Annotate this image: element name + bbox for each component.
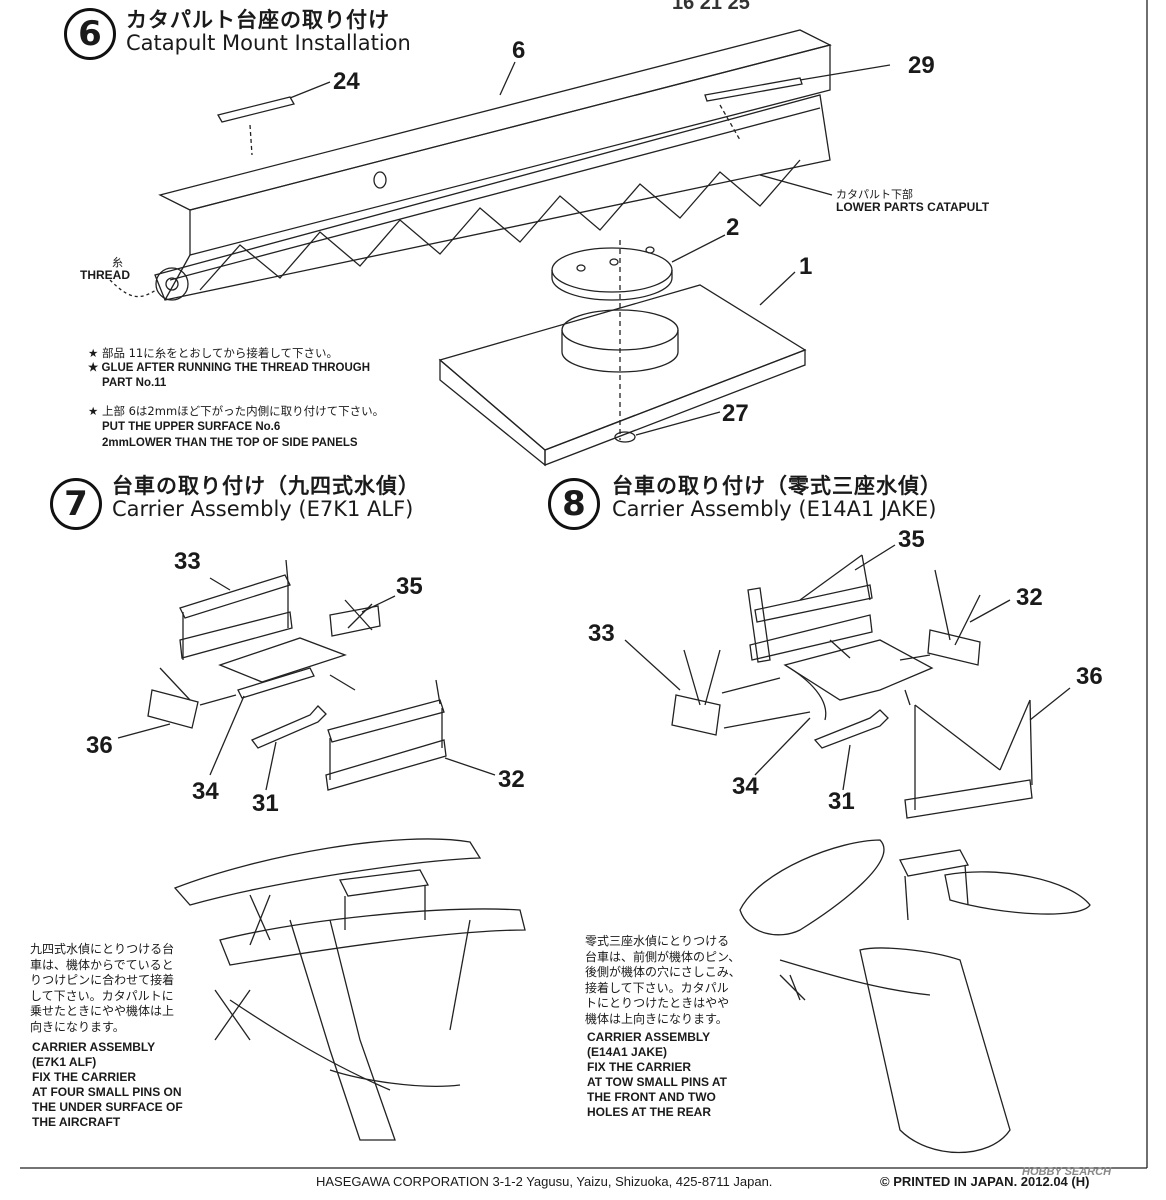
note-1-en-line1: ★ GLUE AFTER RUNNING THE THREAD THROUGH bbox=[88, 362, 371, 374]
part-27-label: 27 bbox=[722, 400, 749, 427]
step8-instructions-en: CARRIER ASSEMBLY(E14A1 JAKE)FIX THE CARR… bbox=[587, 1030, 727, 1119]
step8-part-34-label: 34 bbox=[732, 773, 759, 800]
step7-part-35-label: 35 bbox=[396, 573, 423, 600]
step-7-badge: 7 bbox=[50, 478, 102, 530]
part-24-label: 24 bbox=[333, 68, 360, 95]
part-6-label: 6 bbox=[512, 37, 526, 64]
step7-part-32-label: 32 bbox=[498, 766, 525, 793]
step7-part-34-label: 34 bbox=[192, 778, 219, 805]
step-8-title-en: Carrier Assembly (E14A1 JAKE) bbox=[612, 497, 937, 521]
step8-part-36-label: 36 bbox=[1076, 663, 1103, 690]
note-2-jp: ★ 上部 6は2mmほど下がった内側に取り付けて下さい。 bbox=[88, 404, 385, 418]
partial-part-numbers: 16 21 25 bbox=[672, 0, 750, 14]
step-7-title-jp: 台車の取り付け（九四式水偵） bbox=[112, 474, 420, 498]
thread-label-en: THREAD bbox=[80, 268, 130, 282]
note-1-en-line2: PART No.11 bbox=[102, 377, 167, 389]
part-2-label: 2 bbox=[726, 214, 740, 241]
note-2-en-line1: PUT THE UPPER SURFACE No.6 bbox=[102, 421, 281, 433]
step-6-title-jp: カタパルト台座の取り付け bbox=[126, 8, 390, 32]
step8-instructions-jp: 零式三座水偵にとりつける台車は、前側が機体のピン、後側が機体の穴にさしこみ、 接… bbox=[585, 934, 741, 1026]
lower-parts-label-jp: カタパルト下部 bbox=[836, 188, 913, 201]
step-6-badge: 6 bbox=[64, 8, 116, 60]
step8-part-35-label: 35 bbox=[898, 526, 925, 553]
step7-instructions-en: CARRIER ASSEMBLY(E7K1 ALF)FIX THE CARRIE… bbox=[32, 1040, 183, 1129]
footer-company: HASEGAWA CORPORATION 3-1-2 Yagusu, Yaizu… bbox=[316, 1174, 773, 1189]
step7-part-36-label: 36 bbox=[86, 732, 113, 759]
step-7-title-en: Carrier Assembly (E7K1 ALF) bbox=[112, 497, 414, 521]
step-6-title-en: Catapult Mount Installation bbox=[126, 31, 411, 55]
thread-label-jp: 糸 bbox=[112, 256, 123, 269]
step8-part-33-label: 33 bbox=[588, 620, 615, 647]
step8-part-32-label: 32 bbox=[1016, 584, 1043, 611]
step7-part-31-label: 31 bbox=[252, 790, 279, 817]
note-1-jp: ★ 部品 11に糸をとおしてから接着して下さい。 bbox=[88, 346, 339, 360]
part-1-label: 1 bbox=[799, 253, 813, 280]
step7-instructions-jp: 九四式水偵にとりつける台車は、機体からでているとりつけピンに合わせて接着 して下… bbox=[30, 942, 175, 1034]
lower-parts-label-en: LOWER PARTS CATAPULT bbox=[836, 200, 990, 214]
step-8-badge: 8 bbox=[548, 478, 600, 530]
footer-printed: © PRINTED IN JAPAN. 2012.04 (H) bbox=[880, 1174, 1090, 1189]
step-8-title-jp: 台車の取り付け（零式三座水偵） bbox=[612, 474, 942, 498]
step8-part-31-label: 31 bbox=[828, 788, 855, 815]
step7-part-33-label: 33 bbox=[174, 548, 201, 575]
note-2-en-line2: 2mmLOWER THAN THE TOP OF SIDE PANELS bbox=[102, 437, 358, 449]
hobby-search-watermark: HOBBY SEARCH bbox=[1022, 1166, 1112, 1178]
part-29-label: 29 bbox=[908, 52, 935, 79]
